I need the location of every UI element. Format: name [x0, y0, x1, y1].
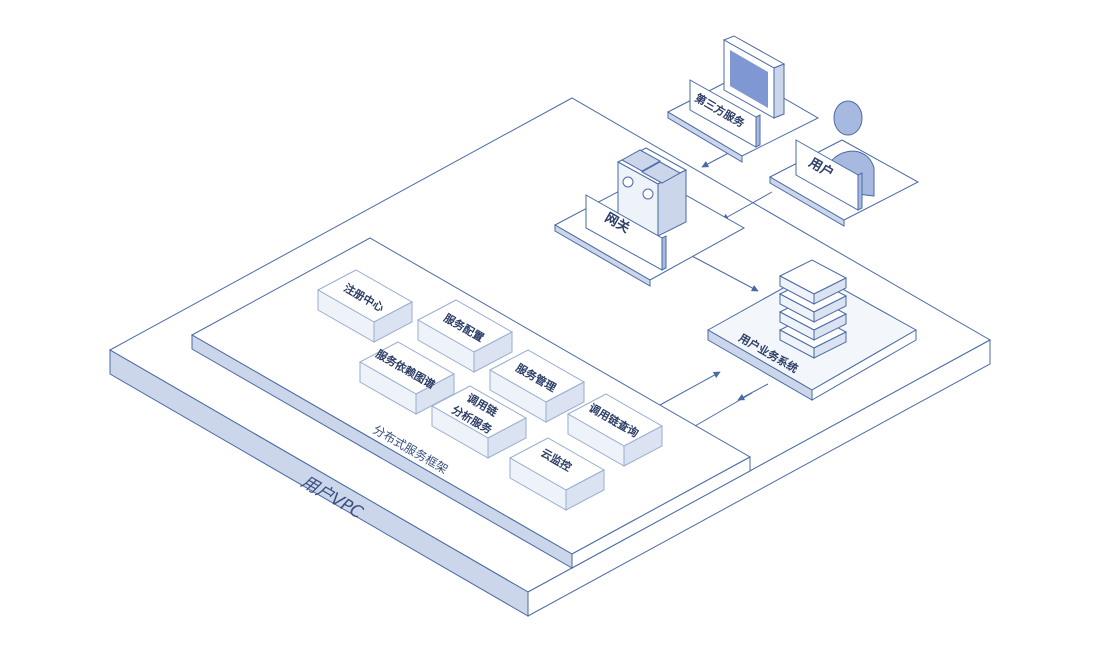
gateway-device-icon: [616, 147, 688, 237]
module-cloud-monitor: 云监控: [508, 437, 606, 511]
arrow-business-to-framework-head: [737, 383, 769, 401]
gateway-label-card: 网关: [585, 194, 667, 271]
monitor-icon: [722, 35, 786, 119]
module-trace-analysis: 调用链 分析服务: [430, 385, 528, 459]
module-config: 服务配置: [416, 299, 514, 373]
module-service-management: 服务管理: [488, 349, 586, 423]
module-trace-query: 调用链查询: [566, 393, 664, 467]
user: 用户: [768, 100, 920, 227]
business-system: 用户业务系统: [706, 259, 918, 401]
server-stack-icon: [778, 259, 848, 359]
module-dependency-graph: 服务依赖图谱: [358, 341, 456, 415]
module-registry: 注册中心: [316, 269, 414, 343]
user-label-card: 用户: [795, 139, 863, 211]
gateway: 网关: [553, 147, 746, 287]
arrow-framework-to-business: [659, 371, 721, 406]
third-party-service: 第三方服务: [666, 35, 820, 163]
arrow-gateway-to-business: [689, 254, 759, 292]
arrow-user-to-gateway: [721, 191, 773, 221]
